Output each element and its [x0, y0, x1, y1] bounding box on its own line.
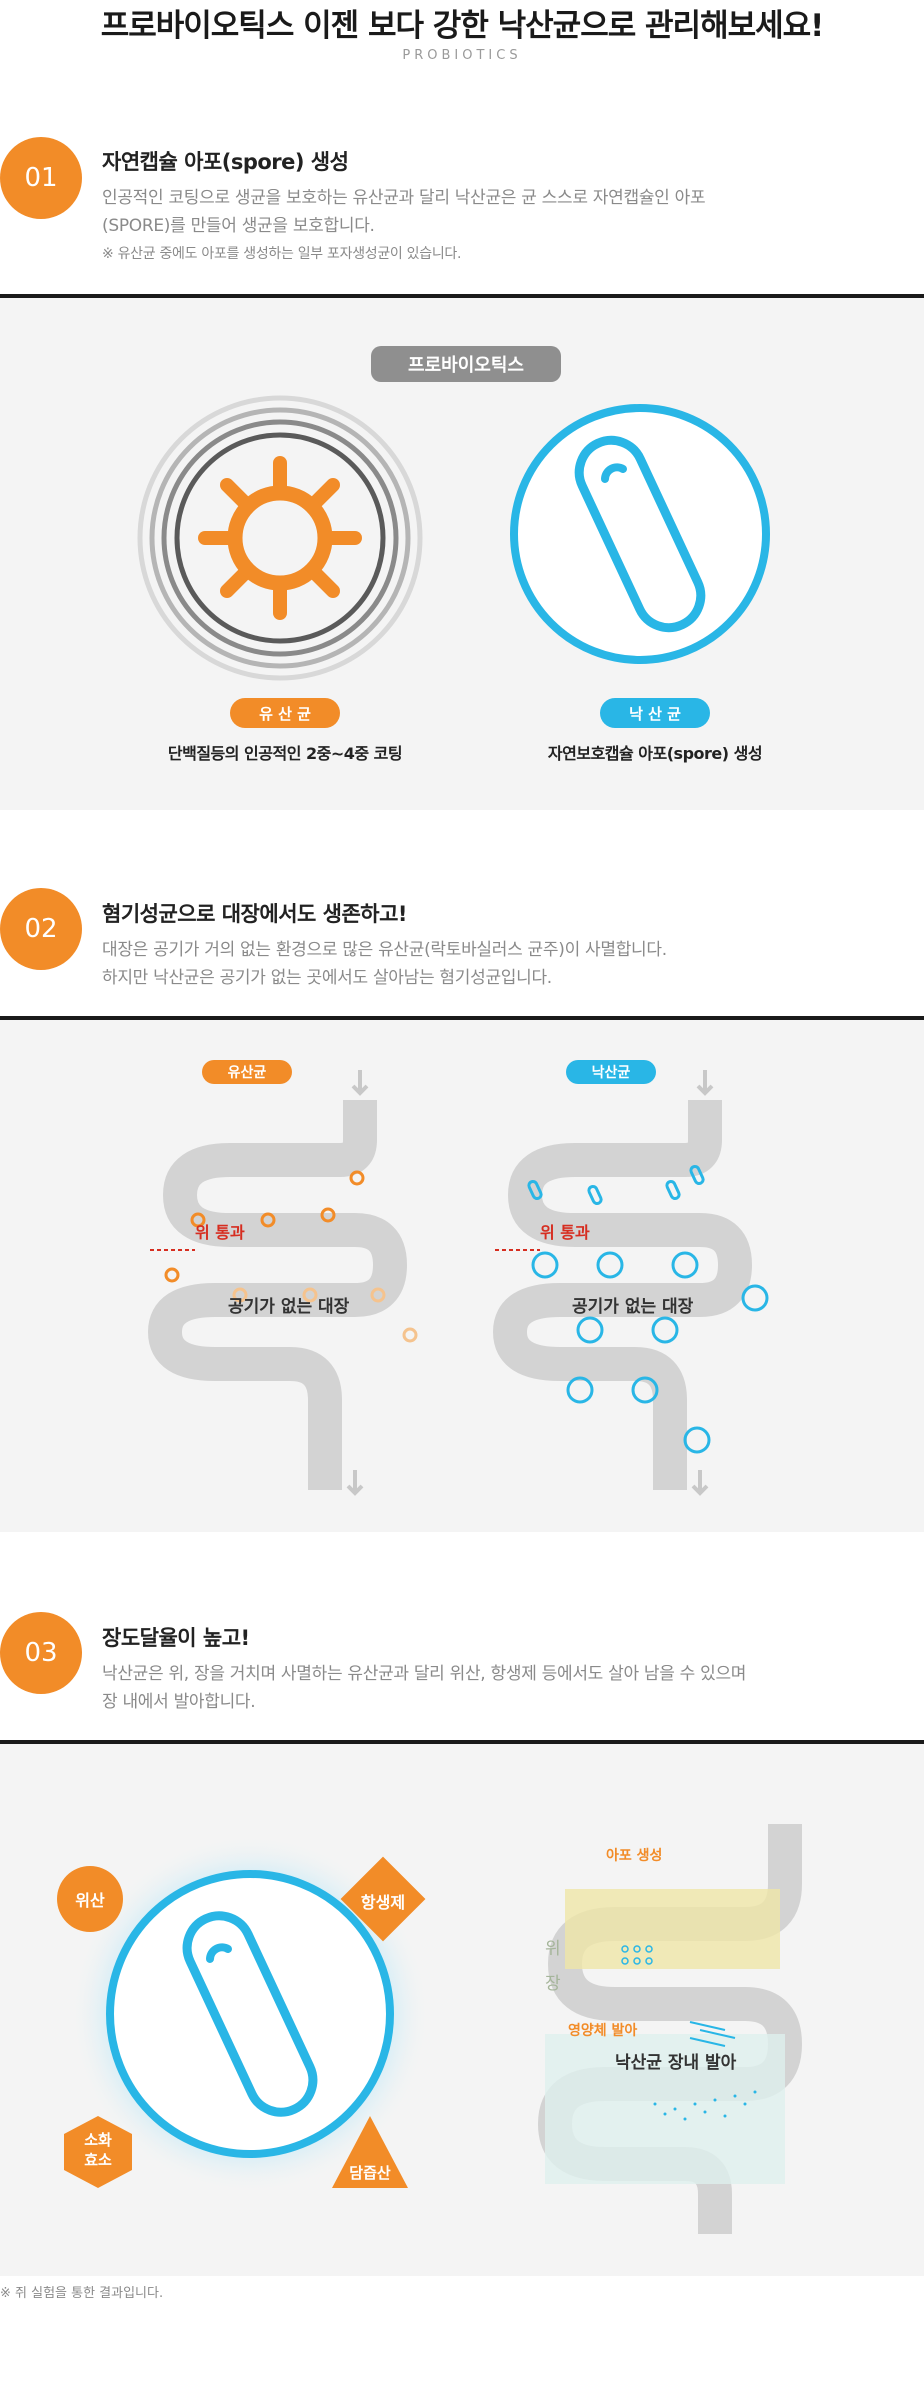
spore-generation-label: 아포 생성	[606, 1848, 663, 1864]
resistant-spore-illustration	[70, 1834, 430, 2194]
gut-germination-diagram	[538, 1824, 802, 2234]
lactobacillus-intestine-diagram	[148, 1070, 418, 1496]
stomach-pass-label-right: 위 통과	[540, 1223, 590, 1242]
colon-survival-panel: 유산균 위 통과 공기가 없는 대장 낙산균 위 통과 공기가 없는 대장	[0, 1020, 924, 1532]
intestine-char: 장	[545, 1974, 561, 1994]
section-note-01: ※ 유산균 중에도 아포를 생성하는 일부 포자생성균이 있습니다.	[102, 246, 462, 262]
butyric-spore-illustration	[510, 404, 770, 664]
footnote: ※ 쥐 실험을 통한 결과입니다.	[0, 2286, 164, 2301]
page-title: 프로바이오틱스 이젠 보다 강한 낙산균으로 관리해보세요!	[100, 8, 825, 44]
section-divider	[0, 1016, 924, 1020]
section-heading-01: 자연캡슐 아포(spore) 생성	[102, 150, 349, 174]
antibiotic-label: 항생제	[360, 1893, 406, 1912]
page-subtitle: PROBIOTICS	[402, 48, 522, 63]
probiotics-badge: 프로바이오틱스	[371, 346, 561, 382]
stomach-pass-label-left: 위 통과	[195, 1223, 245, 1242]
section-heading-03: 장도달율이 높고!	[102, 1626, 250, 1650]
stomach-char: 위	[545, 1939, 561, 1959]
section-number-03: 03	[0, 1612, 82, 1694]
bile-acid-badge	[332, 2116, 408, 2188]
coating-comparison-panel: 프로바이오틱스 유 산 균 단백질등의 인공적인 2중~4중 코팅 낙 산 균 …	[0, 298, 924, 810]
section-desc-01-line2: (SPORE)를 만들어 생균을 보호합니다.	[102, 216, 375, 236]
section-heading-02: 혐기성균으로 대장에서도 생존하고!	[102, 902, 408, 926]
lactobacillus-caption: 단백질등의 인공적인 2중~4중 코팅	[167, 744, 403, 763]
germination-label: 영양체 발아	[568, 2023, 638, 2039]
colon-label-right: 공기가 없는 대장	[572, 1297, 694, 1317]
intestine-germination-label: 낙산균 장내 발아	[615, 2053, 737, 2073]
lactobacillus-coated-illustration	[137, 395, 423, 681]
lactobacillus-label: 유 산 균	[230, 698, 340, 728]
bile-acid-label: 담즙산	[349, 2164, 391, 2182]
section-desc-02-line1: 대장은 공기가 거의 없는 환경으로 많은 유산균(락토바실러스 균주)이 사멸…	[102, 940, 667, 960]
section-divider	[0, 1740, 924, 1744]
section-desc-01-line1: 인공적인 코팅으로 생균을 보호하는 유산균과 달리 낙산균은 균 스스로 자연…	[102, 188, 706, 208]
section-desc-03-line2: 장 내에서 발아합니다.	[102, 1692, 256, 1712]
stomach-acid-label: 위산	[75, 1891, 105, 1910]
antibiotic-badge	[340, 1856, 426, 1942]
section-desc-02-line2: 하지만 낙산균은 공기가 없는 곳에서도 살아남는 혐기성균입니다.	[102, 968, 552, 988]
butyric-intestine-diagram	[493, 1070, 769, 1496]
lactobacillus-label-2: 유산균	[202, 1060, 292, 1084]
butyric-label-2: 낙산균	[566, 1060, 656, 1084]
butyric-label: 낙 산 균	[600, 698, 710, 728]
section-divider	[0, 294, 924, 298]
section-number-01: 01	[0, 137, 82, 219]
digestive-enzyme-badge	[64, 2116, 132, 2188]
butyric-caption: 자연보호캡슐 아포(spore) 생성	[547, 744, 763, 763]
stomach-acid-badge	[57, 1866, 123, 1932]
section-desc-03-line1: 낙산균은 위, 장을 거치며 사멸하는 유산균과 달리 위산, 항생제 등에서도…	[102, 1664, 747, 1684]
section-number-02: 02	[0, 888, 82, 970]
colon-label-left: 공기가 없는 대장	[228, 1297, 350, 1317]
